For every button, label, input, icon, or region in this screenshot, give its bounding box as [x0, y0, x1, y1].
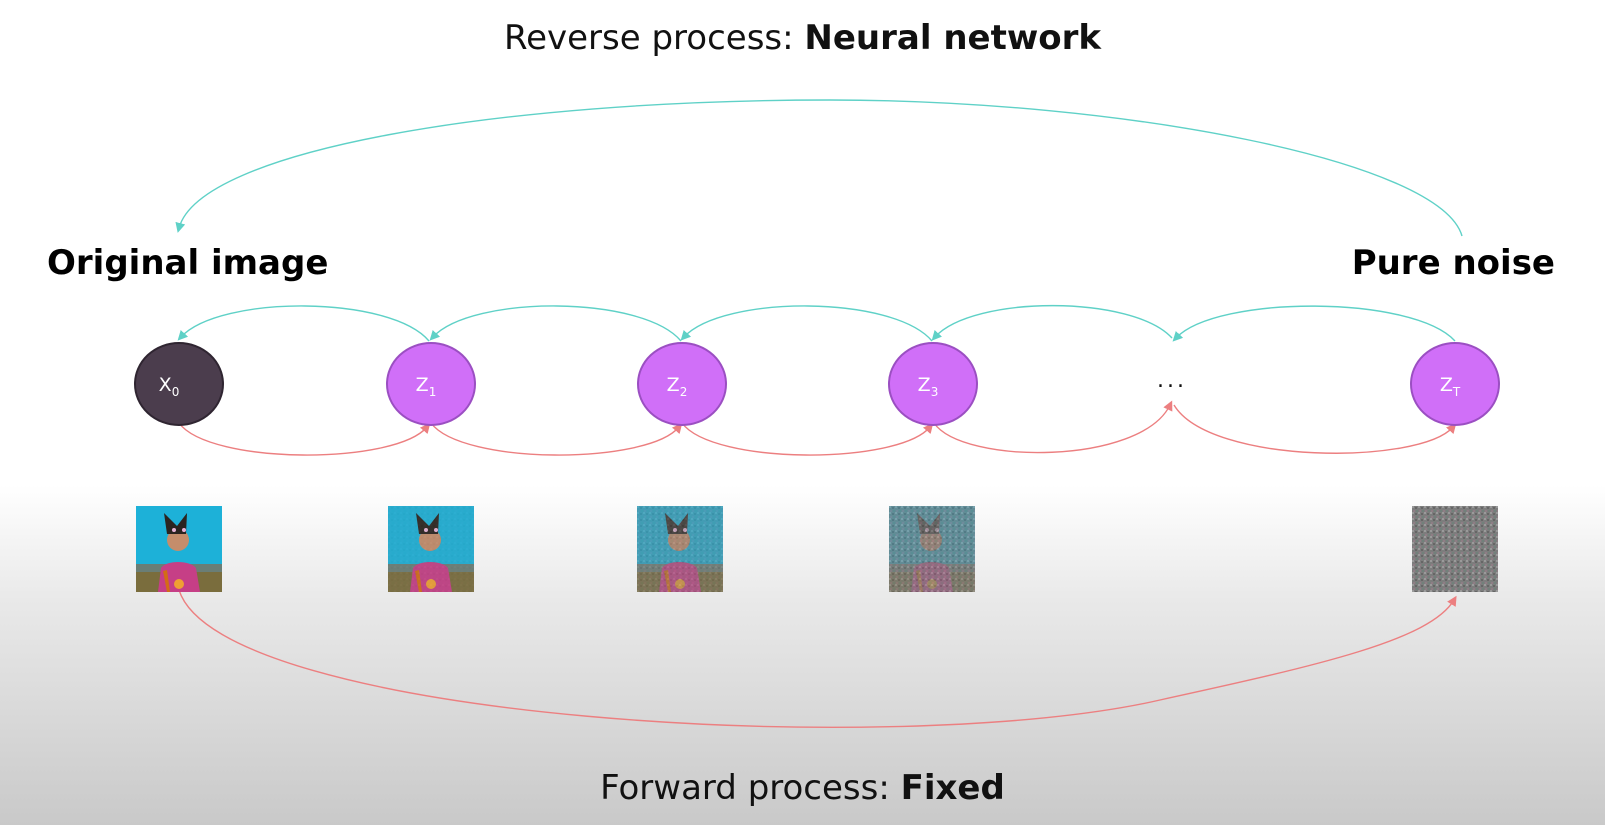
- noise-overlay: [637, 506, 723, 592]
- node-main-label: Z: [1440, 374, 1453, 396]
- forward-process-bold: Fixed: [900, 768, 1005, 808]
- state-node-x0: X0: [134, 342, 224, 426]
- svg-text:Z1: Z1: [416, 374, 437, 399]
- node-main-label: Z: [918, 374, 931, 396]
- ellipsis-label: ...: [1157, 368, 1187, 393]
- node-sub-label: 0: [172, 385, 180, 399]
- reverse-step-arrow: [177, 305, 430, 342]
- thumbnail-z1: [388, 506, 474, 592]
- thumbnail-z2: [637, 506, 723, 592]
- svg-text:Z3: Z3: [918, 374, 939, 399]
- thumbnail-row: [136, 506, 1498, 592]
- node-circle: [888, 342, 978, 426]
- original-image-label: Original image: [47, 243, 329, 283]
- forward-long-arrow: [178, 589, 1457, 728]
- node-main-label: X: [159, 374, 172, 396]
- node-circle: [134, 342, 224, 426]
- reverse-process-bold: Neural network: [804, 18, 1101, 58]
- node-sub-label: T: [1452, 385, 1461, 399]
- svg-text:X0: X0: [159, 374, 180, 399]
- noise-overlay: [1412, 506, 1498, 592]
- reverse-process-prefix: Reverse process:: [504, 18, 805, 58]
- node-circle: [1410, 342, 1500, 426]
- reverse-long-arrow: [175, 99, 1463, 237]
- state-node-z2: Z2: [637, 342, 727, 426]
- reverse-step-arrow: [1172, 305, 1456, 342]
- noise-overlay: [388, 506, 474, 592]
- node-circle: [637, 342, 727, 426]
- forward-process-title: Forward process: Fixed: [0, 768, 1605, 808]
- thumbnail-x0: [136, 506, 222, 592]
- reverse-step-arrows: [177, 305, 1456, 342]
- forward-process-prefix: Forward process:: [600, 768, 901, 808]
- node-circle: [386, 342, 476, 426]
- forward-step-arrow: [933, 400, 1173, 454]
- reverse-step-arrow: [931, 305, 1173, 341]
- node-main-label: Z: [416, 374, 429, 396]
- reverse-step-arrow: [429, 305, 682, 342]
- forward-step-arrow: [681, 422, 934, 456]
- state-node-zt: ZT: [1410, 342, 1500, 426]
- pure-noise-label: Pure noise: [1351, 243, 1555, 283]
- thumbnail-z3: [889, 506, 975, 592]
- forward-step-arrow: [1173, 404, 1457, 454]
- node-sub-label: 2: [680, 385, 688, 399]
- svg-text:ZT: ZT: [1440, 374, 1461, 399]
- node-main-label: Z: [667, 374, 680, 396]
- node-sub-label: 1: [429, 385, 437, 399]
- forward-step-arrows: [178, 400, 1457, 456]
- state-node-z1: Z1: [386, 342, 476, 426]
- forward-step-arrow: [430, 422, 683, 456]
- thumbnail-zt: [1412, 506, 1498, 592]
- svg-text:Z2: Z2: [667, 374, 688, 399]
- reverse-process-title: Reverse process: Neural network: [0, 18, 1605, 58]
- node-sub-label: 3: [931, 385, 939, 399]
- state-node-z3: Z3: [888, 342, 978, 426]
- noise-overlay: [889, 506, 975, 592]
- forward-step-arrow: [178, 422, 431, 456]
- reverse-step-arrow: [680, 305, 933, 342]
